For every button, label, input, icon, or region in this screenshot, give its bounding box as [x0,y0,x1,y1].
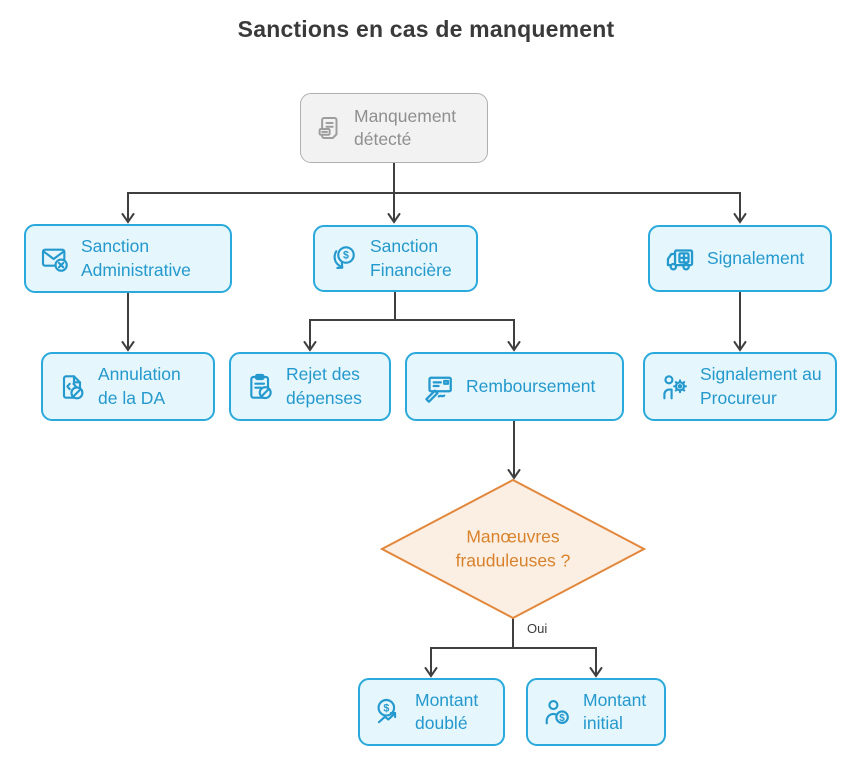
person-gear-icon [658,371,690,403]
node-label: Remboursement [466,375,596,396]
node-rejet-depenses: Rejet des dépenses [229,352,391,421]
node-label: Montant initial [583,689,647,733]
edge-label-oui: Oui [527,621,548,636]
node-montant-initial: $ Montant initial [526,678,666,746]
node-label: Signalement [707,247,805,268]
svg-text:$: $ [383,702,389,714]
node-label: Montant doublé [415,689,479,733]
diamond-shape [380,479,646,619]
clipboard-cancel-icon [244,371,276,403]
node-manquement-detecte: Manquement détecté [300,93,488,163]
node-annulation-da: Annulation de la DA [41,352,215,421]
node-signalement: Signalement [648,225,832,292]
money-decrease-icon: $ [328,243,360,275]
decision-manoeuvres-frauduleuses: Manœuvres frauduleuses ? [380,479,646,619]
svg-text:$: $ [559,713,565,724]
file-cancel-icon [56,371,88,403]
person-money-icon: $ [541,696,573,728]
cheque-pen-icon [420,370,456,404]
node-label: Rejet des dépenses [286,364,362,408]
node-sanction-administrative: Sanction Administrative [24,224,232,293]
node-label: Signalement au Procureur [700,364,822,408]
decision-label: Manœuvres frauduleuses ? [455,526,571,570]
node-sanction-financiere: $ Sanction Financière [313,225,478,292]
node-label: Sanction Financière [370,236,452,280]
node-signalement-procureur: Signalement au Procureur [643,352,837,421]
node-montant-double: $ Montant doublé [358,678,505,746]
node-remboursement: Remboursement [405,352,624,421]
note-icon [314,113,344,143]
ambulance-icon [663,242,697,276]
mail-cancel-icon [39,243,71,275]
node-label: Sanction Administrative [81,236,191,280]
node-label: Annulation de la DA [98,364,181,408]
svg-text:$: $ [343,249,349,261]
page-title: Sanctions en cas de manquement [237,16,615,42]
money-increase-icon: $ [373,696,405,728]
node-label: Manquement détecté [354,105,457,149]
